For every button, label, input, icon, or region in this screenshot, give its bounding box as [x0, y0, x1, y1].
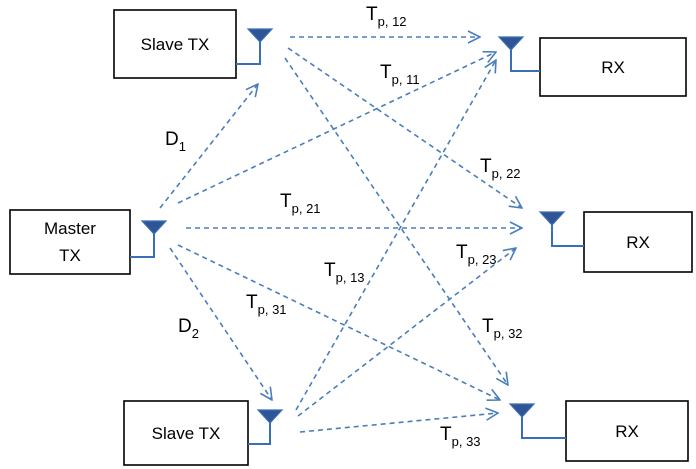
rx-1-box [539, 37, 687, 97]
rx-1-label: RX [601, 58, 625, 77]
rx-2-node: RX [583, 211, 693, 273]
slave-tx-2-label: Slave TX [152, 424, 221, 443]
rx-3-label: RX [615, 422, 639, 441]
antenna-icon [130, 220, 168, 258]
path-tp33 [299, 413, 498, 433]
path-tp11 [177, 52, 496, 204]
rx-1-node: RX [539, 37, 687, 97]
rx-2-label: RX [626, 233, 650, 252]
slave-tx-1-node: Slave TX [113, 9, 237, 79]
label-tp11: Tp, 11 [380, 62, 420, 87]
antenna-icon [497, 36, 540, 72]
slave-tx-1-box [113, 9, 237, 79]
antenna-icon [236, 28, 274, 65]
path-d2 [169, 247, 272, 400]
antenna-icon [248, 409, 284, 445]
label-tp21: Tp, 21 [280, 191, 321, 216]
path-tp13 [295, 60, 496, 411]
label-tp13: Tp, 13 [324, 260, 365, 285]
master-tx-node: Master TX [9, 209, 131, 275]
label-tp32: Tp, 32 [482, 316, 523, 341]
antenna-icon [508, 403, 566, 439]
path-tp23 [297, 248, 516, 417]
antenna-icon [538, 211, 584, 247]
master-tx-label-line1: Master [44, 219, 96, 238]
label-tp12: Tp, 12 [366, 4, 407, 29]
path-tp22 [287, 47, 522, 208]
path-tp31 [177, 244, 500, 400]
label-tp22: Tp, 22 [480, 156, 521, 181]
rx-2-box [583, 211, 693, 273]
propagation-paths [159, 37, 522, 433]
master-tx-label-line2: TX [59, 246, 81, 265]
rx-3-box [565, 400, 689, 462]
path-tp32 [284, 57, 508, 385]
rx-3-node: RX [565, 400, 689, 462]
label-d1: D1 [165, 129, 186, 154]
slave-tx-2-node: Slave TX [123, 400, 249, 466]
label-tp31: Tp, 31 [246, 292, 287, 317]
label-tp23: Tp, 23 [456, 242, 497, 267]
slave-tx-1-label: Slave TX [141, 35, 210, 54]
label-tp33: Tp, 33 [440, 424, 481, 449]
slave-tx-2-box [123, 400, 249, 466]
label-d2: D2 [178, 316, 199, 341]
master-tx-box [9, 209, 131, 275]
